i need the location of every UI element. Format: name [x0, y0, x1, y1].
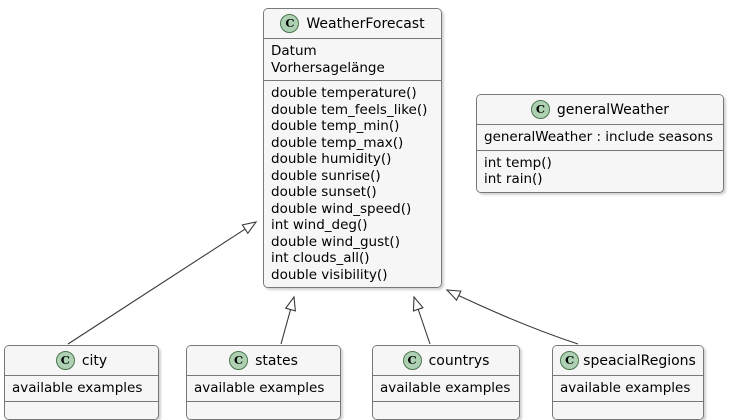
method-item: double wind_gust(): [271, 233, 400, 250]
attribute-item: available examples: [560, 380, 691, 396]
attribute-item: generalWeather : include seasons: [484, 129, 713, 145]
class-stereotype-icon: C: [402, 351, 422, 370]
method-item: double temp_min(): [271, 118, 400, 134]
methods-compartment-speacialregions: [553, 401, 703, 419]
class-stereotype-icon: C: [55, 351, 75, 370]
class-name-label: generalWeather: [556, 101, 670, 118]
method-item: double tem_feels_like(): [271, 101, 428, 118]
edge-countrys-to-weatherforecast: [412, 295, 431, 345]
class-header-weatherforecast: C WeatherForecast: [264, 9, 441, 39]
method-item: double wind_speed(): [271, 200, 412, 217]
methods-compartment-generalweather: int temp() int rain(): [477, 150, 723, 192]
class-stereotype-icon: C: [229, 351, 249, 370]
class-box-generalweather[interactable]: C generalWeather generalWeather : includ…: [476, 94, 724, 193]
class-header-countrys: C countrys: [373, 346, 519, 376]
methods-compartment-countrys: [373, 401, 519, 419]
method-item: int wind_deg(): [271, 217, 368, 233]
attribute-item: available examples: [12, 380, 143, 396]
class-box-states[interactable]: C states available examples: [186, 345, 341, 420]
attributes-compartment-generalweather: generalWeather : include seasons: [477, 125, 723, 151]
method-item: int temp(): [484, 154, 552, 171]
methods-compartment-city: [5, 401, 158, 419]
class-box-weatherforecast[interactable]: C WeatherForecast Datum Vorhersagelänge …: [263, 8, 442, 288]
attribute-item: Vorhersagelänge: [271, 59, 385, 76]
attributes-compartment-weatherforecast: Datum Vorhersagelänge: [264, 39, 441, 81]
methods-compartment-weatherforecast: double temperature() double tem_feels_li…: [264, 81, 441, 287]
class-stereotype-icon: C: [560, 351, 580, 370]
edge-states-to-weatherforecast: [280, 295, 296, 345]
attributes-compartment-speacialregions: available examples: [553, 376, 703, 402]
attribute-item: Datum: [271, 43, 317, 59]
class-stereotype-icon: C: [530, 100, 550, 119]
class-name-label: countrys: [428, 352, 490, 369]
class-header-generalweather: C generalWeather: [477, 95, 723, 125]
edge-speacialregions-to-weatherforecast: [445, 289, 579, 345]
method-item: double temp_max(): [271, 134, 404, 151]
method-item: int rain(): [484, 171, 543, 187]
method-item: double humidity(): [271, 151, 392, 167]
class-box-speacialregions[interactable]: C speacialRegions available examples: [552, 345, 704, 420]
class-name-label: city: [81, 352, 108, 369]
class-stereotype-icon: C: [280, 14, 300, 33]
class-name-label: WeatherForecast: [306, 15, 425, 32]
class-header-states: C states: [187, 346, 340, 376]
attribute-item: available examples: [194, 380, 325, 396]
attributes-compartment-countrys: available examples: [373, 376, 519, 402]
methods-compartment-states: [187, 401, 340, 419]
edge-city-to-weatherforecast: [67, 221, 258, 345]
attribute-item: available examples: [380, 380, 511, 396]
method-item: double sunset(): [271, 184, 377, 200]
class-box-countrys[interactable]: C countrys available examples: [372, 345, 520, 420]
method-item: double temperature(): [271, 85, 417, 101]
class-box-city[interactable]: C city available examples: [4, 345, 159, 420]
class-header-speacialregions: C speacialRegions: [553, 346, 703, 376]
class-name-label: states: [255, 352, 298, 369]
attributes-compartment-states: available examples: [187, 376, 340, 402]
method-item: double sunrise(): [271, 167, 381, 184]
method-item: int clouds_all(): [271, 250, 370, 266]
method-item: double visibility(): [271, 266, 388, 283]
class-name-label: speacialRegions: [583, 352, 696, 369]
attributes-compartment-city: available examples: [5, 376, 158, 402]
class-header-city: C city: [5, 346, 158, 376]
